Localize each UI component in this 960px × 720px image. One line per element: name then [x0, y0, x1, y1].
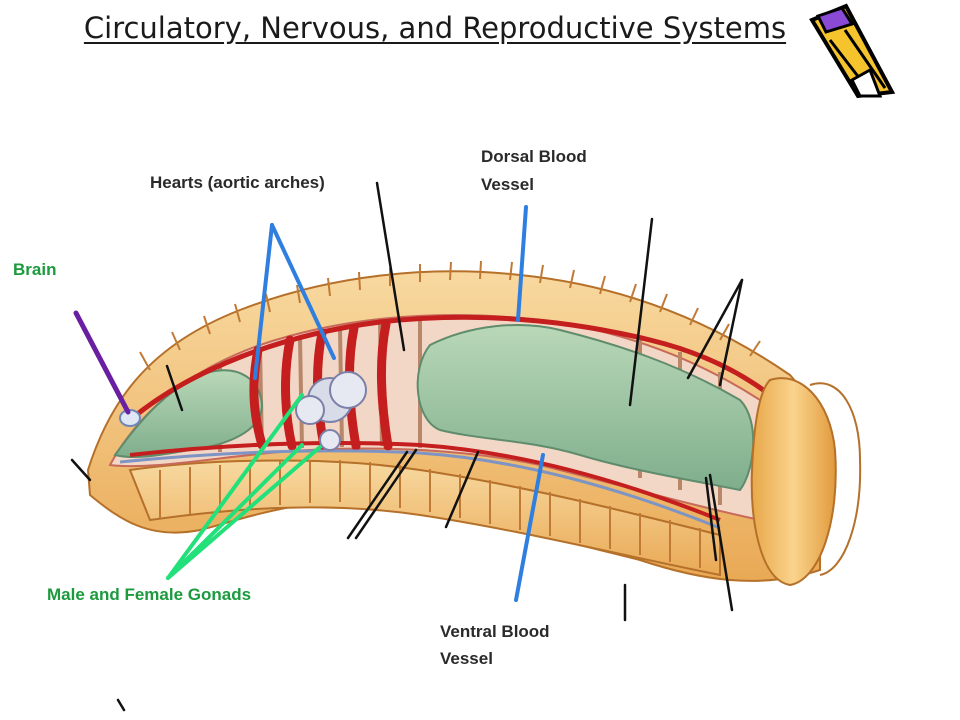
slide-title: Circulatory, Nervous, and Reproductive S…	[83, 11, 787, 45]
gonads-leader-2	[166, 443, 304, 580]
brain-ganglion	[119, 409, 141, 427]
label-dorsal-1: Dorsal Blood	[481, 147, 587, 166]
pointer-black-5	[165, 364, 184, 412]
label-gonads: Male and Female Gonads	[47, 585, 251, 604]
pointer-black-6	[346, 450, 409, 540]
label-dorsal-2: Vessel	[481, 175, 534, 194]
ventral-leader	[514, 453, 545, 602]
label-brain: Brain	[13, 260, 56, 279]
label-ventral-2: Vessel	[440, 649, 493, 668]
pencil-icon	[809, 3, 896, 99]
brain-leader	[73, 310, 131, 415]
hearts-leader-2	[270, 223, 336, 360]
pointer-black-12	[70, 458, 92, 482]
pointer-black-7	[354, 448, 418, 540]
pointer-black-1	[375, 181, 406, 352]
pointer-black-3	[686, 278, 744, 380]
gonads-leader-1	[166, 393, 304, 580]
dorsal-leader	[516, 205, 528, 322]
label-ventral-1: Ventral Blood	[440, 622, 550, 641]
pointer-black-4	[718, 278, 744, 387]
pointer-black-9	[708, 473, 734, 612]
worm-body	[86, 260, 862, 587]
hearts-leader-1	[253, 223, 274, 380]
pointer-black-13	[116, 698, 126, 712]
gonads-leader-3	[166, 445, 322, 580]
pointer-black-10	[704, 476, 718, 562]
pointer-black-2	[628, 217, 654, 407]
pointer-black-8	[444, 450, 480, 529]
gonads-cluster	[295, 371, 367, 451]
leader-lines	[70, 181, 744, 712]
label-hearts: Hearts (aortic arches)	[150, 173, 325, 192]
